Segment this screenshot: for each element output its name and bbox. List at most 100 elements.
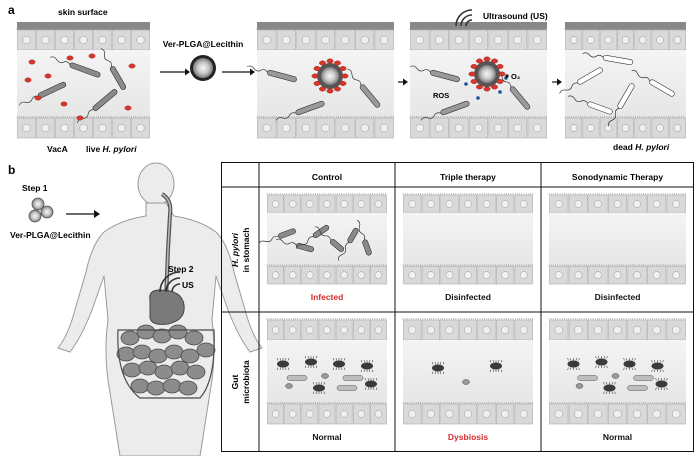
vaca-toxin bbox=[468, 71, 476, 77]
bacterium bbox=[100, 48, 127, 90]
vaca-toxin bbox=[483, 86, 491, 92]
bacterium bbox=[607, 83, 635, 127]
bacterium bbox=[410, 65, 460, 83]
vaca-toxin bbox=[66, 55, 74, 61]
gut-microbe bbox=[567, 357, 580, 371]
status-label: Disinfected bbox=[595, 292, 641, 302]
vaca-toxin bbox=[326, 88, 334, 94]
step2-label: Step 2 bbox=[168, 264, 194, 274]
vaca-toxin bbox=[319, 60, 326, 66]
vaca-toxin bbox=[319, 86, 326, 92]
ros-dot bbox=[464, 82, 468, 86]
activated-nanoparticle bbox=[468, 56, 506, 92]
vaca-toxin bbox=[128, 63, 136, 69]
column-header: Control bbox=[312, 172, 342, 182]
vaca-toxin bbox=[491, 84, 498, 90]
vaca-toxin bbox=[339, 81, 347, 86]
ros-dot bbox=[498, 90, 502, 94]
vaca-toxin bbox=[24, 77, 32, 83]
gut-microbe bbox=[627, 385, 648, 391]
step1-label: Step 1 bbox=[22, 183, 48, 193]
bacterium bbox=[258, 228, 296, 244]
live-hpylori-label: live H. pylori bbox=[86, 144, 137, 154]
gut-microbe bbox=[336, 385, 358, 391]
bacterium bbox=[631, 69, 675, 97]
vaca-toxin bbox=[311, 73, 319, 79]
step1-arrow bbox=[66, 210, 100, 218]
vaca-toxin bbox=[334, 86, 341, 92]
particle-label-a: Ver-PLGA@Lecithin bbox=[163, 39, 244, 49]
gut-microbe bbox=[312, 381, 326, 395]
vaca-toxin bbox=[313, 66, 321, 71]
stomach-tissue-cell bbox=[548, 193, 686, 285]
gut-tissue-cell bbox=[402, 318, 534, 425]
gut-microbe bbox=[360, 359, 374, 373]
comparison-table bbox=[221, 162, 694, 452]
gut-tissue-cell bbox=[266, 318, 387, 425]
row-label-stomach: H. pyloriin stomach bbox=[230, 228, 251, 273]
gut-microbe bbox=[285, 383, 293, 389]
nanoparticle-icon bbox=[190, 55, 216, 81]
gut-tissue-cell bbox=[548, 318, 686, 425]
gut-microbe bbox=[595, 355, 608, 369]
vaca-toxin bbox=[470, 79, 478, 84]
status-label: Infected bbox=[311, 292, 344, 302]
bacterium bbox=[567, 95, 613, 115]
ros-dot bbox=[476, 96, 480, 100]
intestines bbox=[116, 324, 216, 399]
vaca-toxin bbox=[476, 84, 483, 90]
vaca-toxin bbox=[88, 53, 96, 59]
vaca-toxin bbox=[470, 64, 478, 69]
bacterium bbox=[337, 227, 359, 261]
tissue-particle-binding bbox=[256, 22, 394, 139]
panel-b-label: b bbox=[8, 163, 15, 177]
vaca-toxin bbox=[313, 81, 321, 86]
bacterium bbox=[247, 65, 297, 83]
vaca-toxin bbox=[496, 64, 504, 69]
process-arrow bbox=[552, 78, 562, 86]
row-label-gut: Gutmicrobiota bbox=[230, 360, 251, 404]
step2-ultrasound-icon bbox=[159, 271, 181, 293]
vaca-toxin bbox=[28, 59, 36, 65]
vaca-toxin bbox=[34, 95, 42, 101]
bacterium bbox=[50, 56, 101, 78]
vaca-toxin bbox=[483, 56, 491, 62]
process-arrow bbox=[160, 68, 190, 76]
vaca-toxin bbox=[496, 79, 504, 84]
gut-microbe bbox=[332, 357, 346, 371]
status-label: Disinfected bbox=[445, 292, 491, 302]
o2-label: O₂ bbox=[511, 72, 520, 81]
vaca-toxin bbox=[76, 115, 84, 121]
vaca-toxin bbox=[339, 66, 347, 71]
step2-us-label: US bbox=[182, 280, 194, 290]
vaca-toxin bbox=[334, 60, 341, 66]
gut-microbe bbox=[276, 357, 290, 371]
vaca-toxin bbox=[60, 101, 68, 107]
vaca-toxin bbox=[341, 73, 349, 79]
ultrasound-label: Ultrasound (US) bbox=[483, 11, 548, 21]
bound-nanoparticle bbox=[311, 58, 349, 94]
gut-microbe bbox=[364, 377, 378, 391]
stomach-tissue-cell bbox=[402, 193, 534, 285]
gut-microbe bbox=[286, 375, 308, 381]
gut-microbe bbox=[577, 375, 598, 381]
gut-microbe bbox=[633, 375, 654, 381]
vaca-label: VacA bbox=[47, 144, 68, 154]
gut-microbe bbox=[462, 379, 470, 385]
gut-microbe bbox=[321, 373, 329, 379]
bacterium bbox=[347, 68, 381, 108]
stomach bbox=[149, 289, 185, 325]
tissue-live-infection bbox=[16, 22, 150, 139]
ultrasound-icon bbox=[455, 9, 473, 27]
vaca-toxin bbox=[491, 58, 498, 64]
vaca-toxin bbox=[124, 105, 132, 111]
process-arrow bbox=[222, 68, 255, 76]
gut-microbe bbox=[304, 355, 318, 369]
bacterium bbox=[559, 67, 603, 94]
gut-microbe bbox=[489, 359, 503, 373]
gut-microbe bbox=[623, 357, 636, 371]
gut-microbe bbox=[603, 381, 616, 395]
vaca-toxin bbox=[476, 58, 483, 64]
column-header: Triple therapy bbox=[440, 172, 496, 182]
